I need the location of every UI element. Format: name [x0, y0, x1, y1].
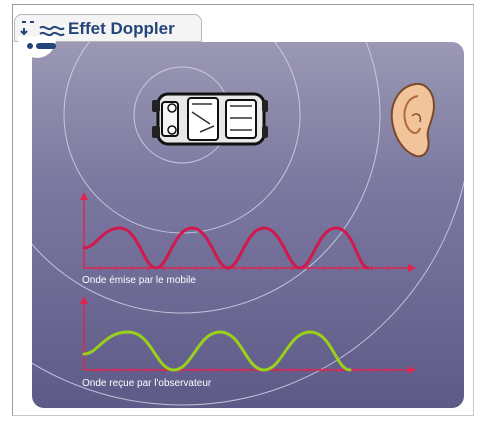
- wavefront-circle: [32, 42, 381, 314]
- received-wave-graph: [80, 296, 416, 374]
- simulation-canvas: [32, 42, 464, 406]
- ear-icon: [390, 82, 436, 158]
- car-icon: [152, 92, 268, 146]
- window-title: Effet Doppler: [68, 19, 175, 38]
- wave-sound-icon: [20, 21, 65, 49]
- emitted-wave-graph: [80, 192, 416, 272]
- received-wave-caption: Onde reçue par l'observateur: [82, 378, 212, 389]
- emitted-wave-caption: Onde émise par le mobile: [82, 275, 196, 286]
- simulation-area: Onde émise par le mobile Onde reçue par …: [32, 42, 464, 408]
- wavefront-circle: [32, 42, 464, 406]
- applet-frame: [12, 4, 474, 416]
